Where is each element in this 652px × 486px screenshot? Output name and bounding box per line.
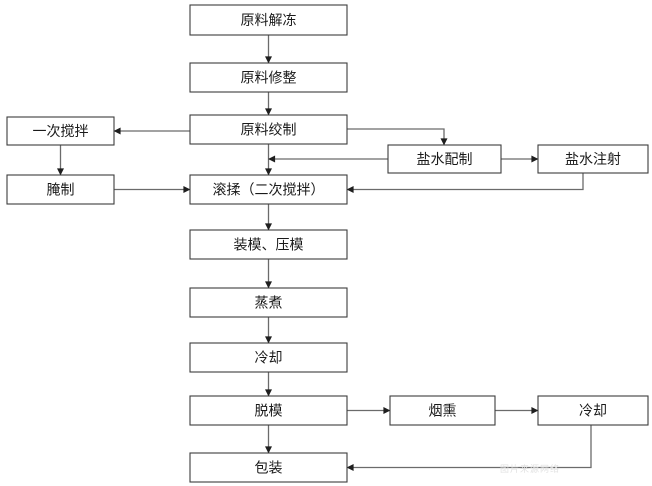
process-node-n14[interactable]: 冷却 [537,395,649,426]
process-node-n3[interactable]: 原料绞制 [189,114,348,145]
node-box[interactable] [389,395,496,426]
node-label: 蒸煮 [255,296,283,312]
node-label: 冷却 [579,404,607,420]
node-label: 装模、压模 [234,238,304,254]
node-label: 一次搅拌 [33,124,89,140]
node-label: 滚揉（二次搅拌） [213,182,325,199]
node-box[interactable] [189,342,348,373]
node-label: 烟熏 [429,404,457,420]
node-label: 冷却 [255,351,283,367]
process-node-n13[interactable]: 烟熏 [389,395,496,426]
node-box[interactable] [189,452,348,483]
process-node-n4[interactable]: 一次搅拌 [6,116,115,146]
process-node-n10[interactable]: 蒸煮 [189,287,348,318]
process-node-n5[interactable]: 腌制 [6,174,115,205]
node-label: 原料修整 [241,71,297,87]
node-label: 原料绞制 [241,122,297,139]
process-node-n6[interactable]: 盐水配制 [387,144,502,174]
edge-layer [57,35,592,471]
node-box[interactable] [189,114,348,145]
node-label: 盐水配制 [417,152,473,168]
node-label: 原料解冻 [241,12,297,29]
node-box[interactable] [387,144,502,174]
node-box[interactable] [189,174,348,205]
process-node-n8[interactable]: 滚揉（二次搅拌） [189,174,348,205]
flow-edge-n14-to-n15 [346,425,592,471]
watermark-text: 图片来源网络 [500,465,561,475]
process-node-n1[interactable]: 原料解冻 [189,4,348,36]
node-label: 脱模 [255,404,283,420]
flow-edge-n7-to-n8 [346,173,584,193]
node-box[interactable] [537,395,649,426]
process-node-n2[interactable]: 原料修整 [189,62,348,93]
node-box[interactable] [189,287,348,318]
node-box[interactable] [189,62,348,93]
node-box[interactable] [6,174,115,205]
process-node-n7[interactable]: 盐水注射 [537,144,649,174]
node-box[interactable] [6,116,115,146]
process-node-n9[interactable]: 装模、压模 [189,229,348,260]
node-label: 盐水注射 [565,152,621,168]
process-node-n11[interactable]: 冷却 [189,342,348,373]
node-box[interactable] [189,395,348,426]
process-node-n12[interactable]: 脱模 [189,395,348,426]
node-label: 包装 [255,461,283,477]
node-box[interactable] [537,144,649,174]
node-label: 腌制 [47,183,75,199]
node-box[interactable] [189,4,348,36]
node-box[interactable] [189,229,348,260]
flow-edge-n3-to-n6 [347,128,448,146]
process-node-n15[interactable]: 包装 [189,452,348,483]
